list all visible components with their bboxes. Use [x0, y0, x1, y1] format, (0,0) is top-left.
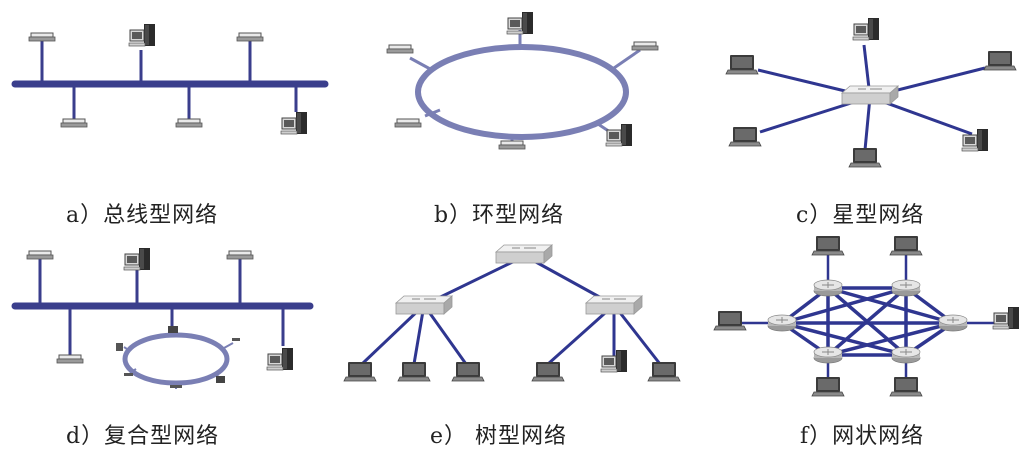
ring-node-icon [124, 373, 133, 376]
ring-node-icon [216, 376, 225, 383]
server-icon [266, 347, 294, 371]
laptop-icon [728, 126, 762, 147]
terminal-icon [394, 118, 422, 128]
panel-d-compound-network [11, 247, 314, 389]
panel-c-star-network [725, 17, 1017, 168]
laptop-icon [647, 361, 681, 382]
caption-compound-network: d）复合型网络 [66, 424, 220, 449]
laptop-icon [811, 235, 845, 256]
laptop-icon [848, 147, 882, 168]
terminal-icon [386, 44, 414, 54]
caption-bus-network: a）总线型网络 [66, 203, 219, 228]
laptop-icon [725, 54, 759, 75]
laptop-icon [343, 361, 377, 382]
ring-node-icon [170, 385, 182, 388]
switch-icon [495, 244, 553, 264]
server-icon [128, 23, 156, 47]
laptop-icon [713, 310, 747, 331]
server-icon [123, 247, 151, 271]
router-icon [767, 314, 797, 332]
switch-icon [585, 295, 643, 315]
router-icon [891, 346, 921, 364]
terminal-icon [56, 354, 84, 364]
terminal-icon [631, 41, 659, 51]
panel-e-tree-network [343, 244, 681, 382]
panel-b-ring-network [386, 11, 659, 150]
laptop-icon [397, 361, 431, 382]
router-icon [813, 346, 843, 364]
server-icon [992, 306, 1020, 330]
mesh-link [827, 321, 954, 357]
router-icon [938, 314, 968, 332]
switch-icon [395, 295, 453, 315]
caption-star-network: c）星型网络 [796, 203, 925, 228]
caption-tree-network: e） 树型网络 [430, 424, 568, 449]
panel-f-mesh-network [713, 235, 1020, 397]
laptop-icon [811, 376, 845, 397]
laptop-icon [451, 361, 485, 382]
laptop-icon [889, 376, 923, 397]
ring-node-icon [168, 326, 178, 333]
laptop-icon [889, 235, 923, 256]
server-icon [605, 123, 633, 147]
terminal-icon [236, 32, 264, 42]
caption-ring-network: b）环型网络 [434, 203, 565, 228]
terminal-icon [28, 32, 56, 42]
caption-mesh-network: f）网状网络 [800, 424, 925, 449]
mesh-link [781, 321, 907, 357]
router-icon [813, 279, 843, 297]
terminal-icon [60, 118, 88, 128]
mesh-link [781, 286, 907, 325]
switch-icon [841, 85, 899, 105]
terminal-icon [26, 250, 54, 260]
ring-node-icon [116, 343, 123, 351]
laptop-icon [531, 361, 565, 382]
mesh-link [827, 286, 954, 325]
router-icon [891, 279, 921, 297]
ring-cable [415, 44, 629, 140]
laptop-icon [983, 50, 1017, 71]
server-icon [506, 11, 534, 35]
server-icon [280, 111, 308, 135]
terminal-icon [175, 118, 203, 128]
terminal-icon [498, 140, 526, 150]
server-icon [852, 17, 880, 41]
terminal-icon [226, 250, 254, 260]
panel-a-bus-network [11, 23, 329, 135]
ring-cable [122, 332, 230, 386]
ring-node-icon [232, 338, 240, 341]
